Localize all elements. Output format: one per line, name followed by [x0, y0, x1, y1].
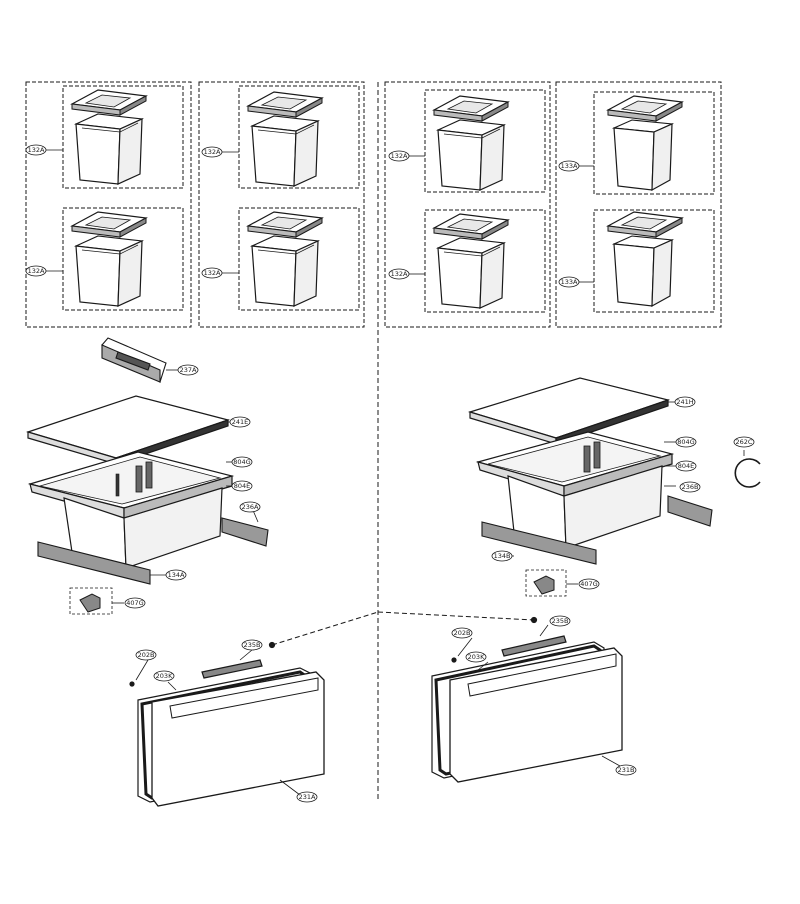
label-bar-left: 235B: [244, 641, 261, 649]
label-bin-tm-bottom: 132A: [204, 269, 221, 277]
label-clip-left: 407G: [126, 599, 143, 607]
label-bracket-right-b: 804E: [678, 462, 695, 470]
left-drawer-part: [27, 451, 240, 569]
center-divider: [271, 82, 535, 800]
right-clip: [525, 569, 578, 597]
label-screw-left: 202B: [138, 651, 155, 659]
label-drawer-left: 236A: [242, 503, 259, 511]
top-left-group: [25, 81, 722, 328]
label-rail-left: 134A: [168, 571, 185, 579]
right-door-parts: [431, 616, 623, 783]
label-bin-tm-top: 132A: [204, 148, 221, 156]
bin-top-right-1: [433, 95, 509, 191]
left-clip: [69, 587, 124, 615]
label-drawer-right: 236B: [682, 483, 699, 491]
label-bin-tr-bottom: 132A: [391, 270, 408, 278]
label-bin-fr-bottom: 133A: [561, 278, 578, 286]
label-bin-tl-top: 132A: [28, 146, 45, 154]
left-handle-part: [101, 337, 178, 383]
label-rail-right: 134B: [494, 552, 511, 560]
left-rails: [37, 507, 269, 585]
bin-top-mid-2: [247, 211, 323, 307]
part-callouts: [25, 144, 755, 803]
label-screw-right: 202B: [454, 629, 471, 637]
bin-top-right-2: [433, 213, 509, 309]
right-ring: [734, 450, 761, 488]
label-ring-right: 262C: [736, 438, 753, 446]
label-cover-right: 241H: [676, 398, 693, 406]
label-bin-tl-bottom: 132A: [28, 267, 45, 275]
bin-top-left-1: [71, 89, 147, 185]
bin-top-mid-1: [247, 91, 323, 187]
label-gasket-left: 203K: [156, 672, 173, 680]
label-bracket-right-a: 804G: [677, 438, 694, 446]
label-bar-right: 235B: [552, 617, 569, 625]
label-door-left: 231A: [299, 793, 316, 801]
label-bin-fr-top: 133A: [561, 162, 578, 170]
label-cover-left: 241E: [232, 418, 249, 426]
right-rails: [481, 495, 713, 565]
label-gasket-right: 203K: [468, 653, 485, 661]
label-door-right: 231B: [618, 766, 635, 774]
label-bracket-left-a: 804G: [233, 458, 250, 466]
right-drawer-part: [475, 431, 676, 549]
left-door-parts: [129, 641, 325, 807]
right-cover-part: [467, 377, 676, 445]
label-bin-tr-top: 132A: [391, 152, 408, 160]
label-bracket-left-b: 804E: [234, 482, 251, 490]
label-clip-right: 407G: [580, 580, 597, 588]
tall-bin-2: [607, 211, 683, 307]
label-handle-left: 237A: [180, 366, 197, 374]
tall-bin-1: [607, 95, 683, 191]
bin-top-left-2: [71, 211, 147, 307]
